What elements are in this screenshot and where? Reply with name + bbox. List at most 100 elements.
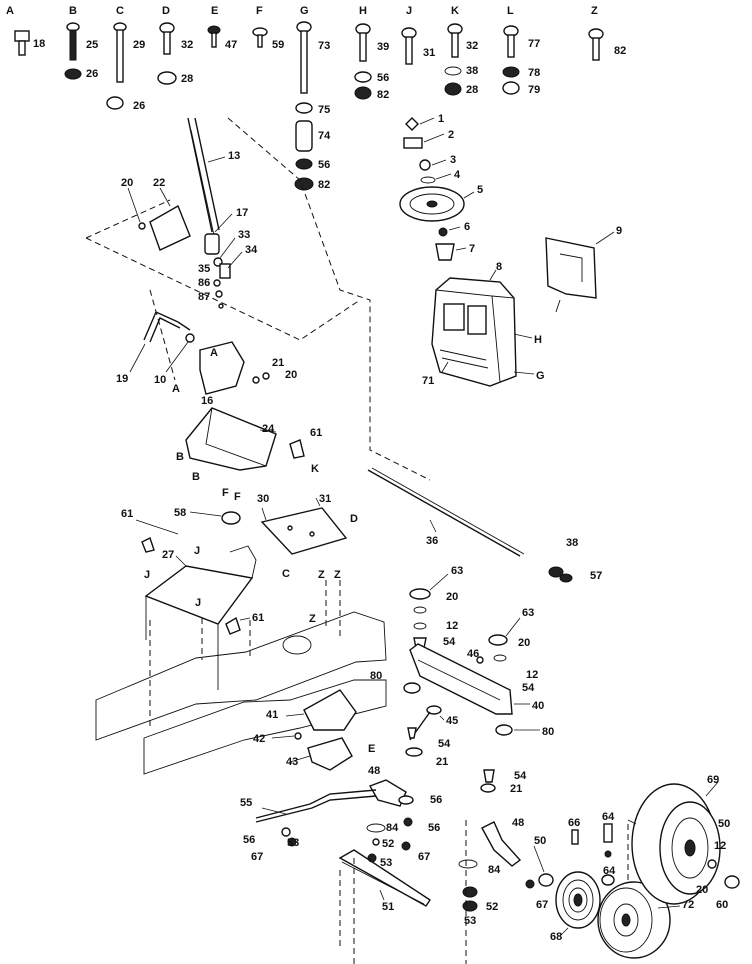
part-label: 82	[318, 179, 330, 191]
part-label: 77	[528, 38, 540, 50]
callout-letter: E	[368, 743, 375, 755]
part-label: 67	[418, 851, 430, 863]
part-label: 4	[454, 169, 461, 181]
part-label: 28	[466, 84, 478, 96]
header-letter-h: H	[359, 5, 367, 17]
part-label: 8	[496, 261, 502, 273]
part-label: 80	[370, 670, 382, 682]
part-label: 19	[116, 373, 128, 385]
part-label: 43	[286, 756, 298, 768]
header-letter-k: K	[451, 5, 459, 17]
part-label: 80	[542, 726, 554, 738]
part-label: 61	[310, 427, 322, 439]
part-label: 63	[451, 565, 463, 577]
part-label: 67	[536, 899, 548, 911]
part-label: 30	[257, 493, 269, 505]
bolt-a-icon	[14, 30, 30, 56]
screw-j-icon	[401, 27, 417, 65]
bolt-g-icon	[294, 21, 314, 191]
part-label: 64	[603, 865, 616, 877]
tractor-frame	[95, 580, 387, 775]
part-label: 27	[162, 549, 174, 561]
callout-letter: F	[222, 487, 229, 499]
part-label: 3	[450, 154, 456, 166]
part-label: 18	[33, 38, 45, 50]
callout-letter: J	[195, 597, 201, 609]
part-label: 68	[550, 931, 562, 943]
part-label: 60	[716, 899, 728, 911]
callout-letter: C	[282, 568, 290, 580]
part-label: 78	[528, 67, 540, 79]
part-label: 56	[243, 834, 255, 846]
part-label: 87	[198, 291, 210, 303]
part-label: 56	[377, 72, 389, 84]
part-label: 82	[614, 45, 626, 57]
part-label: 66	[568, 817, 580, 829]
bolt-k-icon	[444, 23, 463, 96]
part-label: 20	[518, 637, 530, 649]
part-label: 20	[121, 177, 133, 189]
part-label: 84	[386, 822, 399, 834]
callout-letter: Z	[318, 569, 325, 581]
part-label: 69	[707, 774, 719, 786]
part-label: 63	[522, 607, 534, 619]
callout-letter: J	[144, 569, 150, 581]
callout-letter: A	[210, 347, 218, 359]
part-label: 13	[228, 150, 240, 162]
part-label: 52	[486, 901, 498, 913]
part-label: 24	[262, 423, 275, 435]
part-label: 21	[510, 783, 522, 795]
part-label: 46	[467, 648, 479, 660]
part-label: 20	[696, 884, 708, 896]
screw-f-icon	[252, 27, 268, 48]
header-letter-f: F	[256, 5, 263, 17]
header-letter-d: D	[162, 5, 170, 17]
part-label: 22	[153, 177, 165, 189]
part-label: 53	[380, 857, 392, 869]
header-letter-g: G	[300, 5, 309, 17]
callout-letter: G	[536, 370, 545, 382]
floor-plates: 24 B B 61 K 58 F F 31 30 D C 61 27 J J J	[121, 407, 602, 635]
part-label: 12	[446, 620, 458, 632]
part-label: 39	[377, 41, 389, 53]
part-label: 57	[590, 570, 602, 582]
callout-letter: A	[172, 383, 180, 395]
part-label: 56	[318, 159, 330, 171]
header-letter-e: E	[211, 5, 218, 17]
part-label: 54	[522, 682, 535, 694]
part-label: 34	[245, 244, 258, 256]
part-label: 47	[225, 39, 237, 51]
part-label: 82	[377, 89, 389, 101]
part-label: 9	[616, 225, 622, 237]
hardware-header: A B C D E F G H J K L Z 18 25 26 29	[6, 5, 626, 191]
part-label: 59	[272, 39, 284, 51]
part-label: 75	[318, 104, 330, 116]
part-label: 54	[438, 738, 451, 750]
part-label: 50	[534, 835, 546, 847]
header-letter-c: C	[116, 5, 124, 17]
part-label: 7	[469, 243, 475, 255]
part-label: 32	[181, 39, 193, 51]
part-label: 28	[181, 73, 193, 85]
part-label: 58	[174, 507, 186, 519]
part-label: 79	[528, 84, 540, 96]
part-label: 26	[86, 68, 98, 80]
part-label: 74	[318, 130, 331, 142]
part-label: 61	[252, 612, 264, 624]
part-label: 5	[477, 184, 483, 196]
callout-letter: K	[311, 463, 319, 475]
part-label: 1	[438, 113, 444, 125]
part-label: 12	[526, 669, 538, 681]
bolt-c-icon	[106, 22, 127, 110]
steering-assembly: 13 17 33 34 35 86 87 22 20 19 10	[85, 113, 622, 481]
part-label: 52	[382, 838, 394, 850]
bolt-h-icon	[354, 23, 372, 100]
part-label: 38	[466, 65, 478, 77]
bolt-z-icon	[588, 28, 604, 61]
header-letter-a: A	[6, 5, 14, 17]
part-label: 17	[236, 207, 248, 219]
part-label: 10	[154, 374, 166, 386]
part-label: 26	[133, 100, 145, 112]
part-label: 48	[512, 817, 524, 829]
header-letter-j: J	[406, 5, 412, 17]
